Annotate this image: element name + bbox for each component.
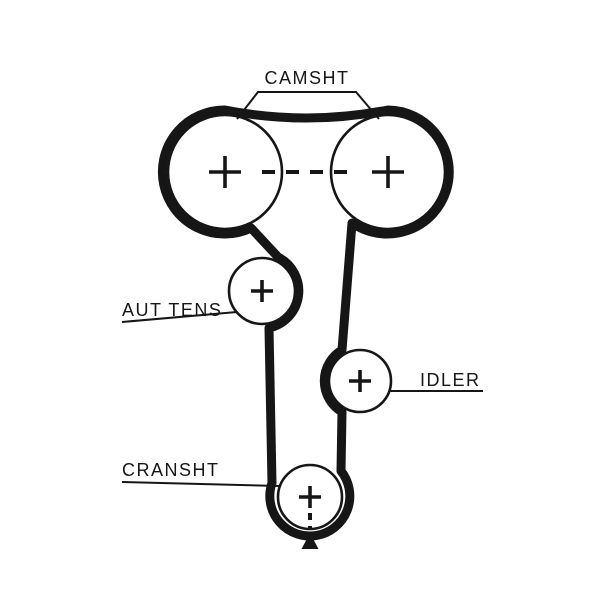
- tensioner-label: AUT TENS: [122, 300, 222, 320]
- camshaft-left-plus-icon: [209, 156, 241, 188]
- tensioner-plus-icon: [251, 280, 273, 302]
- idler-label: IDLER: [420, 370, 481, 390]
- tensioner-label-pointer: [121, 311, 238, 323]
- idler-pulley: [327, 348, 393, 414]
- camshaft-label: CAMSHT: [265, 68, 350, 88]
- crankshaft-label: CRANSHT: [122, 460, 220, 480]
- camshaft-right-pulley: [329, 113, 447, 231]
- camshaft-label-pointer: [236, 91, 380, 120]
- camshaft-left-pulley: [166, 113, 284, 231]
- crankshaft-label-pointer: [121, 481, 281, 487]
- tensioner-pulley: [227, 256, 297, 326]
- crankshaft-plus-icon: [299, 486, 321, 508]
- timing-belt: [157, 105, 454, 541]
- idler-plus-icon: [349, 370, 371, 392]
- camshaft-right-plus-icon: [372, 156, 404, 188]
- up-arrow-icon: [301, 533, 319, 549]
